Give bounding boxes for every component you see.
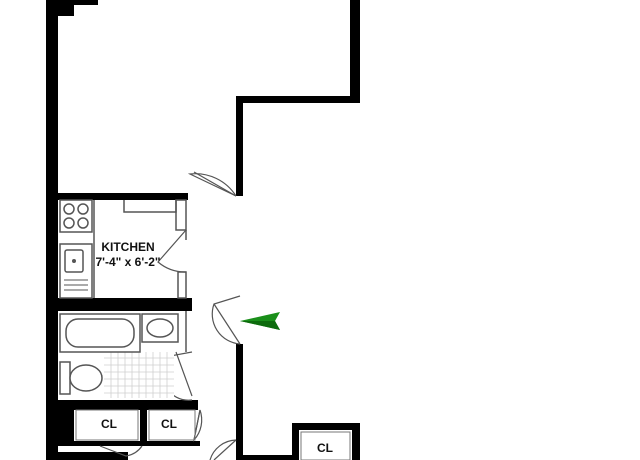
door-bottom-leaf bbox=[213, 439, 237, 460]
wall-closet-right-left bbox=[292, 423, 299, 460]
wall-corridor-right-upper bbox=[236, 96, 243, 196]
wall-closet-divider bbox=[140, 405, 147, 445]
door-bath-leaf bbox=[175, 351, 193, 397]
kitchen: KITCHEN 7'-4" x 6'-2" bbox=[59, 199, 187, 299]
kitchen-door-swing bbox=[157, 229, 187, 273]
wall-bath-bottom bbox=[58, 400, 198, 410]
kitchen-name: KITCHEN bbox=[101, 240, 154, 254]
bathroom bbox=[59, 311, 187, 398]
walls bbox=[46, 0, 360, 460]
wall-closet-right-right bbox=[352, 423, 360, 460]
wall-corridor-right-mid bbox=[236, 344, 243, 460]
kitchen-dimensions: 7'-4" x 6'-2" bbox=[95, 255, 160, 269]
wall-top-notch bbox=[58, 0, 74, 16]
fridge bbox=[175, 199, 187, 231]
wall-left bbox=[46, 0, 58, 460]
door-bottom bbox=[209, 439, 237, 460]
bathtub bbox=[59, 313, 141, 353]
closet-left-label: CL bbox=[101, 417, 117, 431]
bath-sink bbox=[141, 313, 179, 343]
closet-right-label: CL bbox=[317, 441, 333, 455]
wall-living-right bbox=[350, 0, 360, 103]
closets: CL CL CL bbox=[75, 409, 351, 460]
closet-middle-shelf bbox=[148, 409, 196, 441]
wall-closet-bottom bbox=[58, 441, 200, 446]
counter-right bbox=[177, 271, 187, 299]
door-entry-leaf bbox=[213, 303, 241, 345]
door-closet-left bbox=[99, 445, 143, 457]
wall-kitchen-top bbox=[58, 193, 188, 200]
toilet bbox=[59, 361, 103, 395]
wall-closet-left-side bbox=[58, 400, 74, 444]
doors bbox=[99, 171, 241, 460]
wall-kitchen-bath bbox=[58, 298, 192, 311]
bath-tile-floor bbox=[104, 352, 174, 398]
north-arrow-icon bbox=[240, 312, 280, 330]
wall-living-bottom bbox=[236, 96, 360, 103]
closet-left-shelf bbox=[75, 409, 139, 441]
door-entry bbox=[211, 295, 241, 345]
wall-top-stub bbox=[74, 0, 98, 5]
wall-bottom-left bbox=[58, 452, 128, 460]
closet-middle-label: CL bbox=[161, 417, 177, 431]
door-living-leaf bbox=[193, 171, 237, 197]
wall-closet-right-top bbox=[292, 423, 360, 430]
door-living bbox=[187, 173, 237, 197]
stove bbox=[59, 199, 93, 233]
wall-bottom bbox=[243, 455, 295, 460]
kitchen-sink bbox=[59, 243, 93, 299]
closet-right-shelf bbox=[300, 431, 351, 460]
kitchen-upper-counter bbox=[123, 200, 177, 213]
